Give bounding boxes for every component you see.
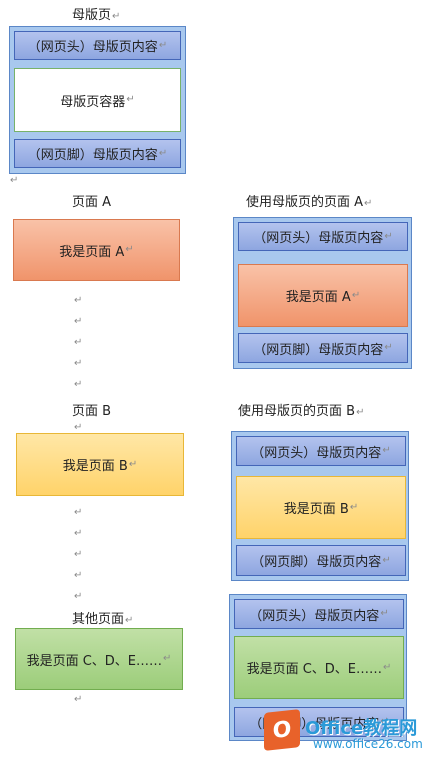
paragraph-mark: ↵ [74, 570, 83, 581]
page-b-content-box: 我是页面 B↵ [236, 476, 406, 539]
master-page-diagram: （网页头）母版页内容↵ 母版页容器↵ （网页脚）母版页内容↵ [9, 26, 186, 174]
page-b-with-master: （网页头）母版页内容↵ 我是页面 B↵ （网页脚）母版页内容↵ [231, 431, 409, 581]
using-master-a-title: 使用母版页的页面 A↵ [246, 195, 373, 210]
page-b-box: 我是页面 B↵ [16, 433, 184, 496]
page-b-header-bar: （网页头）母版页内容↵ [236, 436, 406, 466]
page-cde-with-master: （网页头）母版页内容↵ 我是页面 C、D、E……↵ （网页脚）母版页内容↵ [229, 594, 407, 741]
paragraph-mark: ↵ [74, 694, 83, 705]
page-a-box: 我是页面 A↵ [13, 219, 180, 281]
other-pages-title: 其他页面↵ [72, 612, 134, 627]
using-master-b-title: 使用母版页的页面 B↵ [238, 404, 365, 419]
page-b-title: 页面 B [72, 404, 112, 419]
page-cde-content-box: 我是页面 C、D、E……↵ [234, 636, 404, 699]
paragraph-mark: ↵ [74, 422, 83, 433]
page-cde-box: 我是页面 C、D、E……↵ [15, 628, 183, 690]
office-logo-icon: O [264, 709, 300, 751]
paragraph-mark: ↵ [74, 528, 83, 539]
paragraph-mark: ↵ [74, 379, 83, 390]
paragraph-mark: ↵ [10, 175, 19, 186]
watermark-brand: Office教程网 [305, 718, 418, 739]
watermark-url: www.office26.com [313, 737, 423, 751]
paragraph-mark: ↵ [74, 591, 83, 602]
paragraph-mark: ↵ [74, 358, 83, 369]
master-footer-bar: （网页脚）母版页内容↵ [14, 139, 181, 168]
paragraph-mark: ↵ [74, 507, 83, 518]
page-b-footer-bar: （网页脚）母版页内容↵ [236, 545, 406, 576]
paragraph-mark: ↵ [74, 549, 83, 560]
paragraph-mark: ↵ [74, 337, 83, 348]
master-header-bar: （网页头）母版页内容↵ [14, 31, 181, 60]
page-a-header-bar: （网页头）母版页内容↵ [238, 222, 408, 251]
page-cde-header-bar: （网页头）母版页内容↵ [234, 599, 404, 629]
page-a-footer-bar: （网页脚）母版页内容↵ [238, 333, 408, 363]
master-container-box: 母版页容器↵ [14, 68, 181, 132]
paragraph-mark: ↵ [74, 295, 83, 306]
paragraph-mark: ↵ [74, 316, 83, 327]
master-page-title: 母版页↵ [72, 8, 121, 23]
page-a-title: 页面 A [72, 195, 112, 210]
page-a-with-master: （网页头）母版页内容↵ 我是页面 A↵ （网页脚）母版页内容↵ [233, 217, 412, 369]
page-a-content-box: 我是页面 A↵ [238, 264, 408, 327]
